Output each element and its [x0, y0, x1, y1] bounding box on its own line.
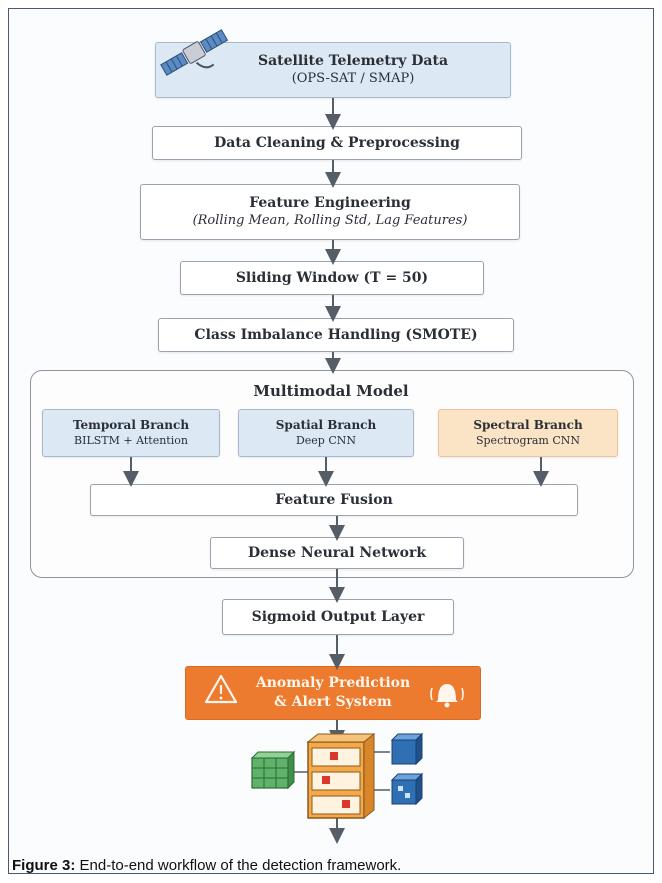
node-telemetry-title: Satellite Telemetry Data	[257, 53, 449, 69]
node-cleaning-title: Data Cleaning & Preprocessing	[214, 135, 460, 151]
node-anomaly-alert-line2: & Alert System	[274, 694, 392, 710]
node-cleaning: Data Cleaning & Preprocessing	[152, 126, 522, 160]
figure-caption-text: End-to-end workflow of the detection fra…	[79, 857, 402, 874]
branch-spatial-subtitle: Deep CNN	[295, 434, 357, 447]
node-sliding-window-title: Sliding Window (T = 50)	[235, 270, 429, 286]
branch-spatial-title: Spatial Branch	[275, 418, 377, 432]
multimodal-model-title: Multimodal Model	[253, 382, 409, 400]
node-telemetry-subtitle: (OPS-SAT / SMAP)	[291, 71, 415, 86]
node-anomaly-alert-line1: Anomaly Prediction	[255, 675, 411, 691]
warning-icon	[204, 674, 238, 704]
node-dense-network: Dense Neural Network	[210, 537, 464, 569]
node-sigmoid-output: Sigmoid Output Layer	[222, 599, 454, 635]
branch-spatial: Spatial Branch Deep CNN	[238, 409, 414, 457]
node-dense-network-title: Dense Neural Network	[247, 545, 427, 561]
branch-spectral-subtitle: Spectrogram CNN	[475, 434, 580, 447]
node-feature-engineering-subtitle: (Rolling Mean, Rolling Std, Lag Features…	[192, 213, 468, 228]
branch-temporal-title: Temporal Branch	[72, 418, 190, 432]
figure-caption-label: Figure 3:	[12, 857, 76, 874]
branch-spectral: Spectral Branch Spectrogram CNN	[438, 409, 618, 457]
alarm-bell-icon	[430, 684, 464, 708]
branch-temporal: Temporal Branch BILSTM + Attention	[42, 409, 220, 457]
figure-caption: Figure 3: End-to-end workflow of the det…	[12, 857, 401, 874]
branch-spectral-title: Spectral Branch	[473, 418, 583, 432]
node-feature-fusion: Feature Fusion	[90, 484, 578, 516]
branch-temporal-subtitle: BILSTM + Attention	[74, 434, 188, 447]
node-feature-engineering-title: Feature Engineering	[249, 195, 411, 211]
data-cubes-icon	[250, 732, 424, 820]
satellite-icon	[160, 29, 229, 76]
node-sigmoid-output-title: Sigmoid Output Layer	[251, 609, 425, 625]
node-anomaly-alert: Anomaly Prediction & Alert System	[185, 666, 481, 720]
node-smote: Class Imbalance Handling (SMOTE)	[158, 318, 514, 352]
node-smote-title: Class Imbalance Handling (SMOTE)	[194, 327, 478, 343]
node-feature-fusion-title: Feature Fusion	[275, 492, 393, 508]
node-telemetry: Satellite Telemetry Data (OPS-SAT / SMAP…	[155, 42, 511, 98]
flow-arrows	[123, 98, 549, 844]
node-feature-engineering: Feature Engineering (Rolling Mean, Rolli…	[140, 184, 520, 240]
